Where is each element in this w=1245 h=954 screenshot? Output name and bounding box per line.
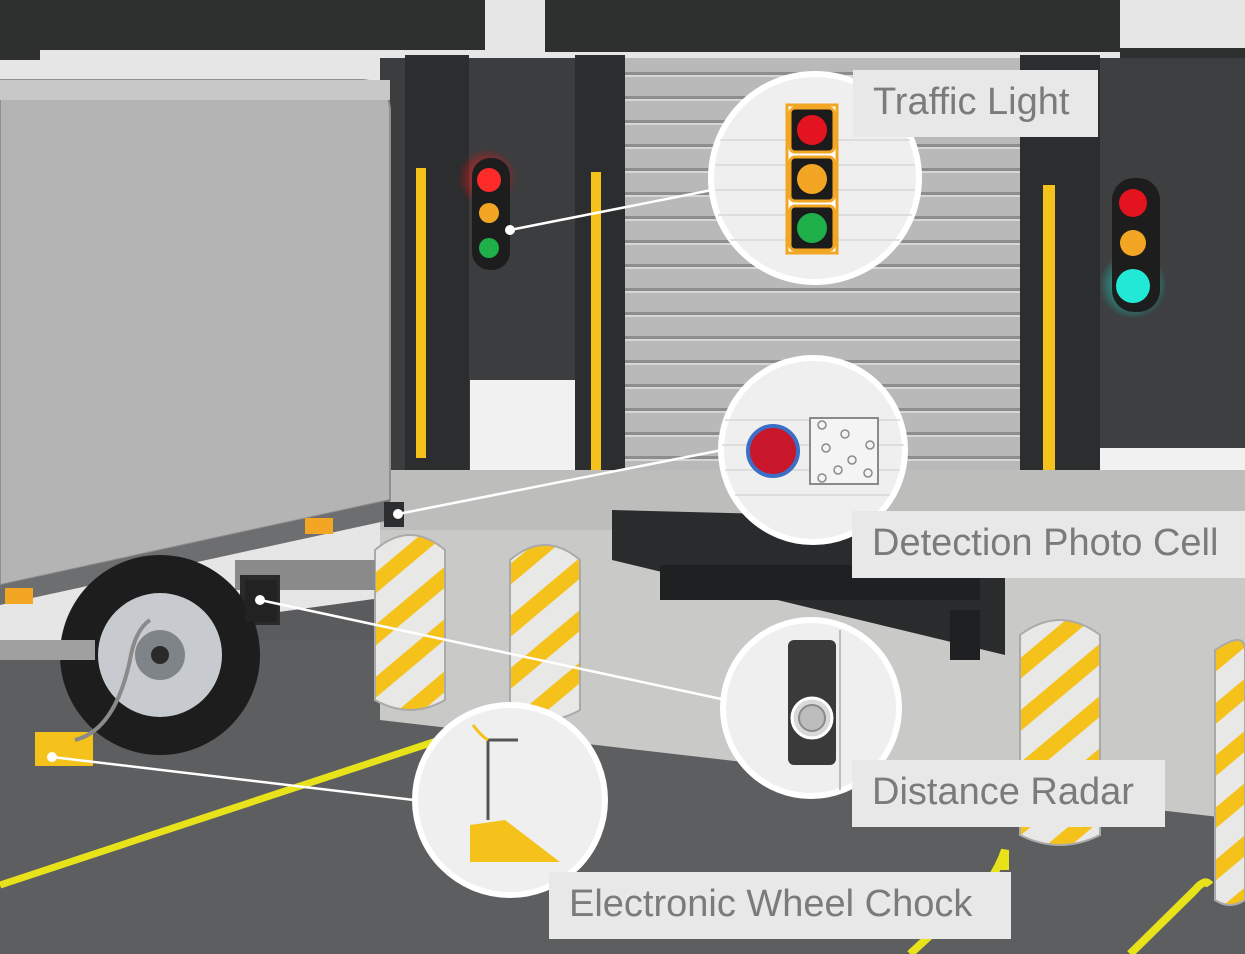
truck: [0, 79, 391, 755]
door-post: [405, 55, 469, 475]
yellow-guard-strip: [416, 168, 426, 458]
distance-radar-icon: [720, 617, 902, 799]
wheel-chock-icon: [412, 702, 608, 898]
canopy-beam-right: [545, 0, 1120, 52]
traffic-light-right: [1099, 178, 1167, 319]
floor-guide-line: [0, 726, 472, 889]
photo-cell-label: Detection Photo Cell: [852, 511, 1245, 578]
distance-radar-label: Distance Radar: [852, 760, 1165, 827]
traffic-light-left: [457, 148, 517, 270]
wheel-chock-label: Electronic Wheel Chock: [549, 872, 1011, 939]
canopy-beam-left: [0, 0, 485, 50]
callout-lines: [51, 188, 727, 802]
traffic-light-label: Traffic Light: [853, 70, 1098, 137]
photo-cell-icon: [718, 355, 908, 545]
